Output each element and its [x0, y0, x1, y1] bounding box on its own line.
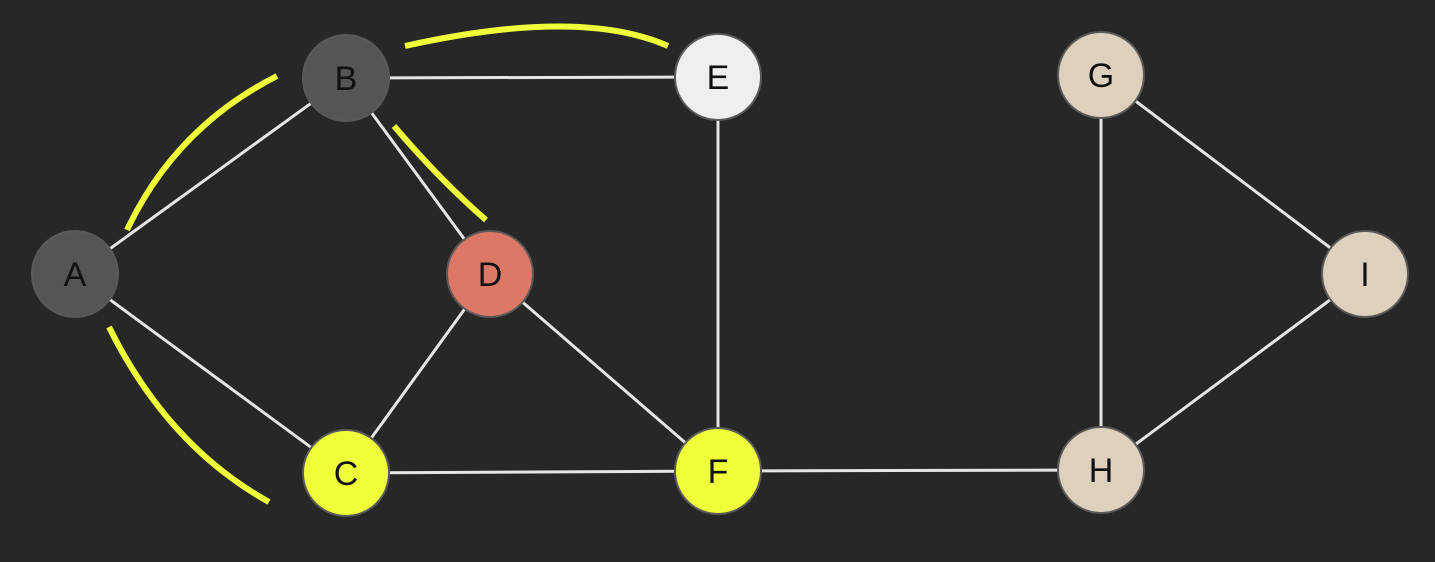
highlight-stroke-b-d: [391, 124, 488, 223]
node-b: B: [302, 34, 390, 122]
edge-b-d: [369, 111, 467, 241]
edge-d-f: [521, 300, 687, 445]
node-circle-b: [302, 34, 390, 122]
node-i: I: [1321, 230, 1409, 318]
node-label-b: B: [335, 60, 358, 98]
highlight-layer: [106, 23, 670, 505]
node-a: A: [31, 230, 119, 318]
node-f: F: [674, 427, 762, 515]
node-layer: A B C D E F G H I: [31, 31, 1409, 517]
node-label-i: I: [1360, 256, 1369, 294]
edge-h-i: [1134, 298, 1332, 446]
edge-d-c: [369, 307, 467, 440]
edge-a-c: [108, 297, 313, 450]
node-circle-i: [1321, 230, 1409, 318]
node-label-d: D: [478, 256, 503, 294]
node-circle-f: [674, 427, 762, 515]
node-c: C: [302, 429, 390, 517]
node-circle-e: [674, 33, 762, 121]
node-d: D: [446, 230, 534, 318]
node-circle-a: [31, 230, 119, 318]
node-label-h: H: [1089, 452, 1114, 490]
node-g: G: [1057, 31, 1145, 119]
node-label-a: A: [64, 256, 87, 294]
edge-a-b: [108, 101, 313, 251]
node-label-e: E: [707, 59, 730, 97]
edge-c-f: [387, 469, 677, 475]
node-h: H: [1057, 426, 1145, 514]
node-label-f: F: [708, 453, 729, 491]
edge-b-e: [387, 75, 677, 80]
highlight-stroke-b-e: [404, 23, 670, 49]
node-e: E: [674, 33, 762, 121]
node-label-c: C: [334, 455, 359, 493]
node-circle-g: [1057, 31, 1145, 119]
highlight-stroke-a-b: [124, 73, 279, 232]
edge-f-h: [759, 468, 1060, 473]
node-circle-d: [446, 230, 534, 318]
edge-g-i: [1133, 99, 1333, 250]
highlight-stroke-a-c: [106, 325, 271, 505]
node-circle-c: [302, 429, 390, 517]
node-label-g: G: [1088, 57, 1114, 95]
edge-layer: [108, 75, 1333, 475]
node-circle-h: [1057, 426, 1145, 514]
